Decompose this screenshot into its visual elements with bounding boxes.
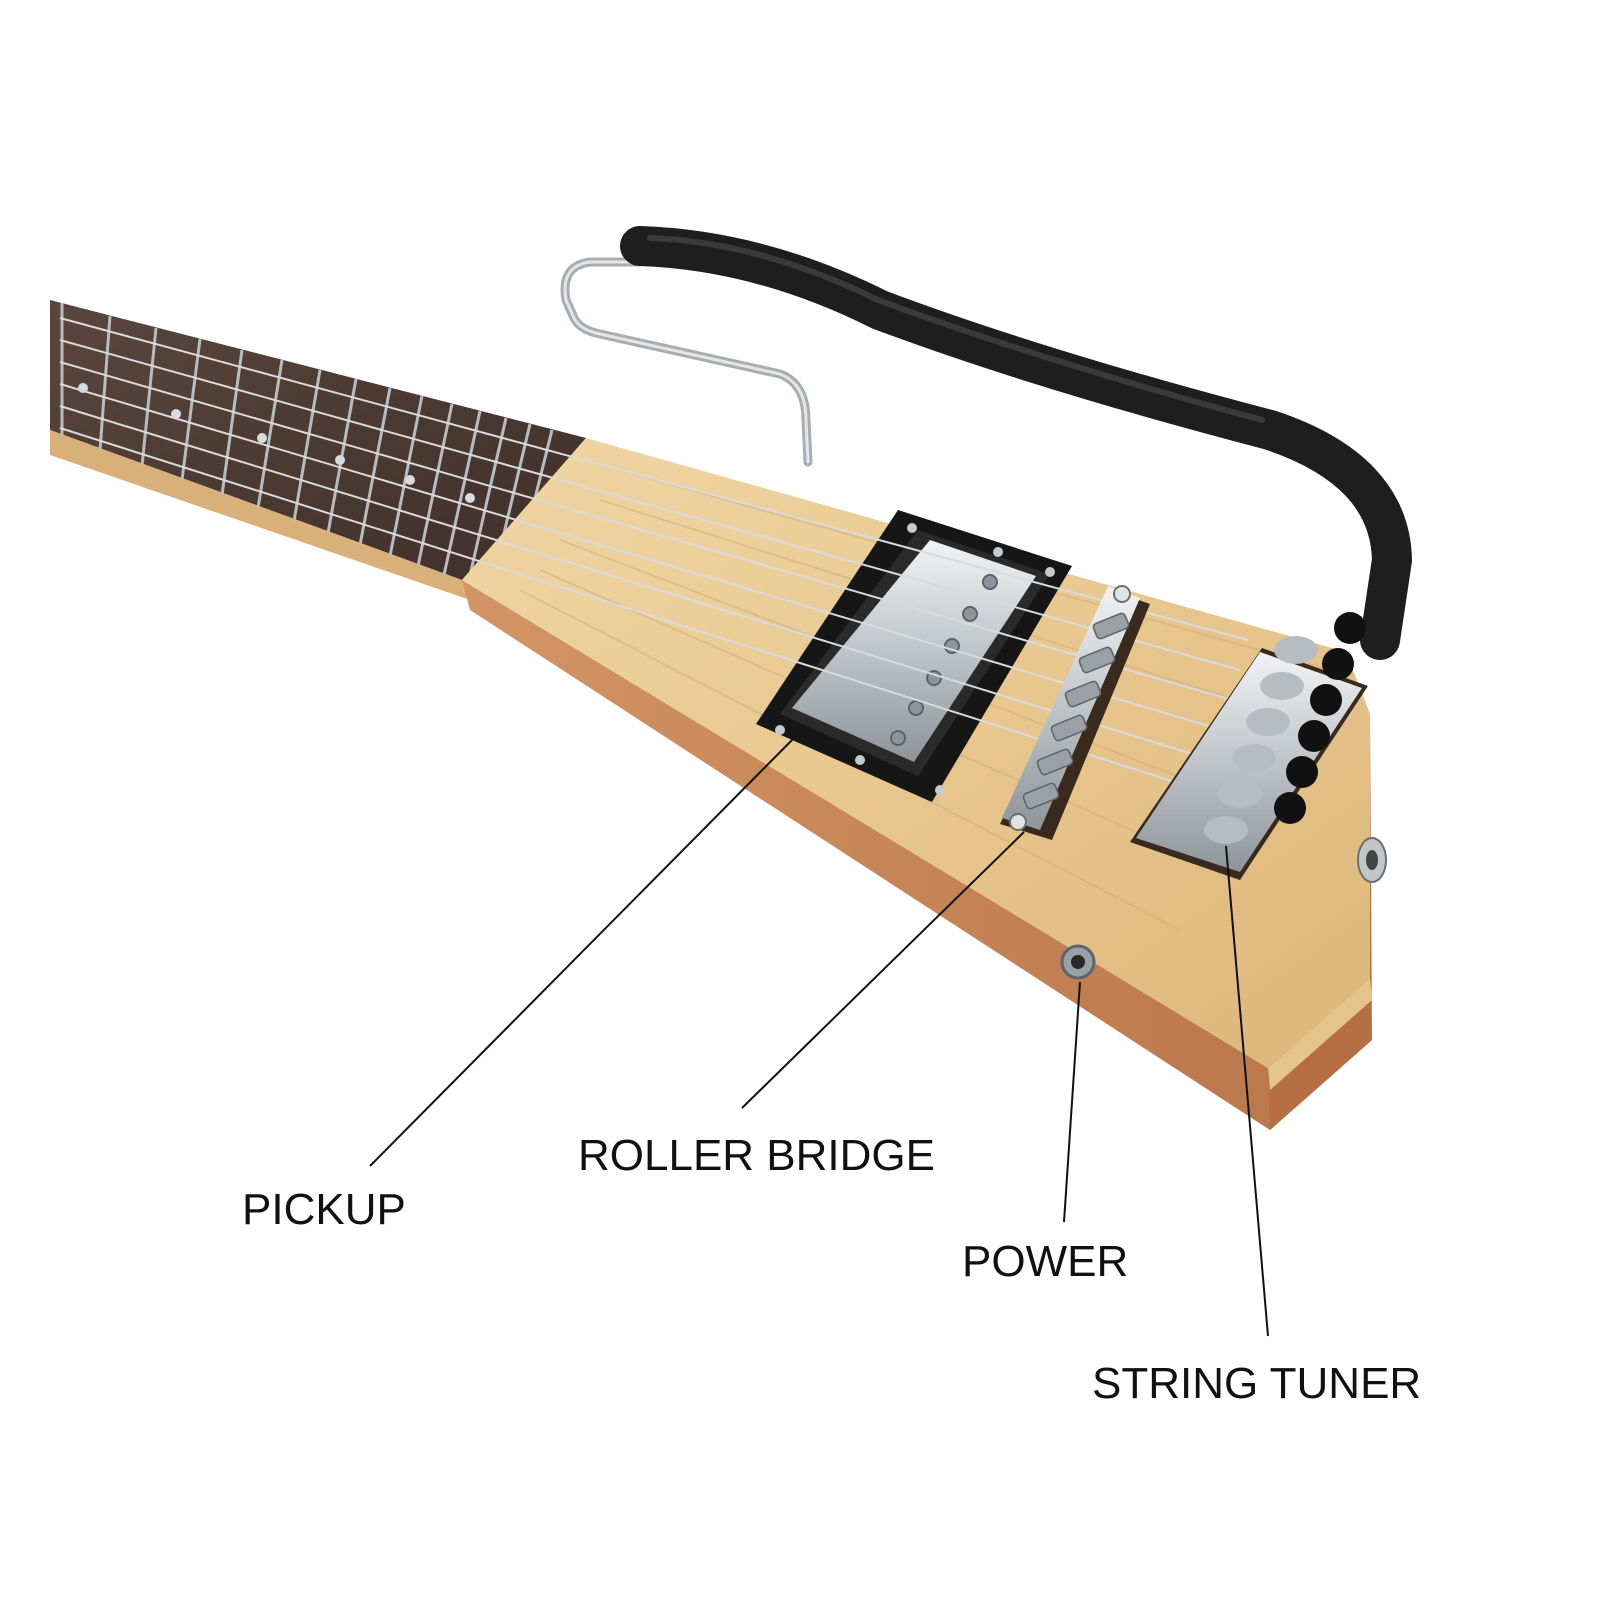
label-pickup: PICKUP xyxy=(242,1185,406,1234)
callout-lines xyxy=(369,735,1269,1337)
fretboard xyxy=(50,300,586,580)
roller-bridge-assembly xyxy=(1000,585,1150,840)
callout-line-pickup xyxy=(369,735,797,1167)
strings xyxy=(59,317,1249,791)
tuner-knobs xyxy=(1274,612,1366,824)
callout-line-power xyxy=(1063,981,1081,1223)
output-jack xyxy=(1357,837,1387,883)
label-string-tuner: STRING TUNER xyxy=(1092,1359,1422,1408)
label-power: POWER xyxy=(962,1237,1129,1286)
callout-line-string-tuner xyxy=(1225,845,1269,1337)
power-jack xyxy=(1060,944,1096,980)
callout-line-roller-bridge xyxy=(741,831,1025,1109)
label-roller-bridge: ROLLER BRIDGE xyxy=(578,1131,935,1180)
leg-rest-arm xyxy=(620,226,1413,660)
leg-rest-wire xyxy=(560,257,813,467)
string-tuner-assembly xyxy=(1130,612,1368,880)
bridge-plate xyxy=(1002,586,1140,830)
fret-markers xyxy=(78,383,475,503)
